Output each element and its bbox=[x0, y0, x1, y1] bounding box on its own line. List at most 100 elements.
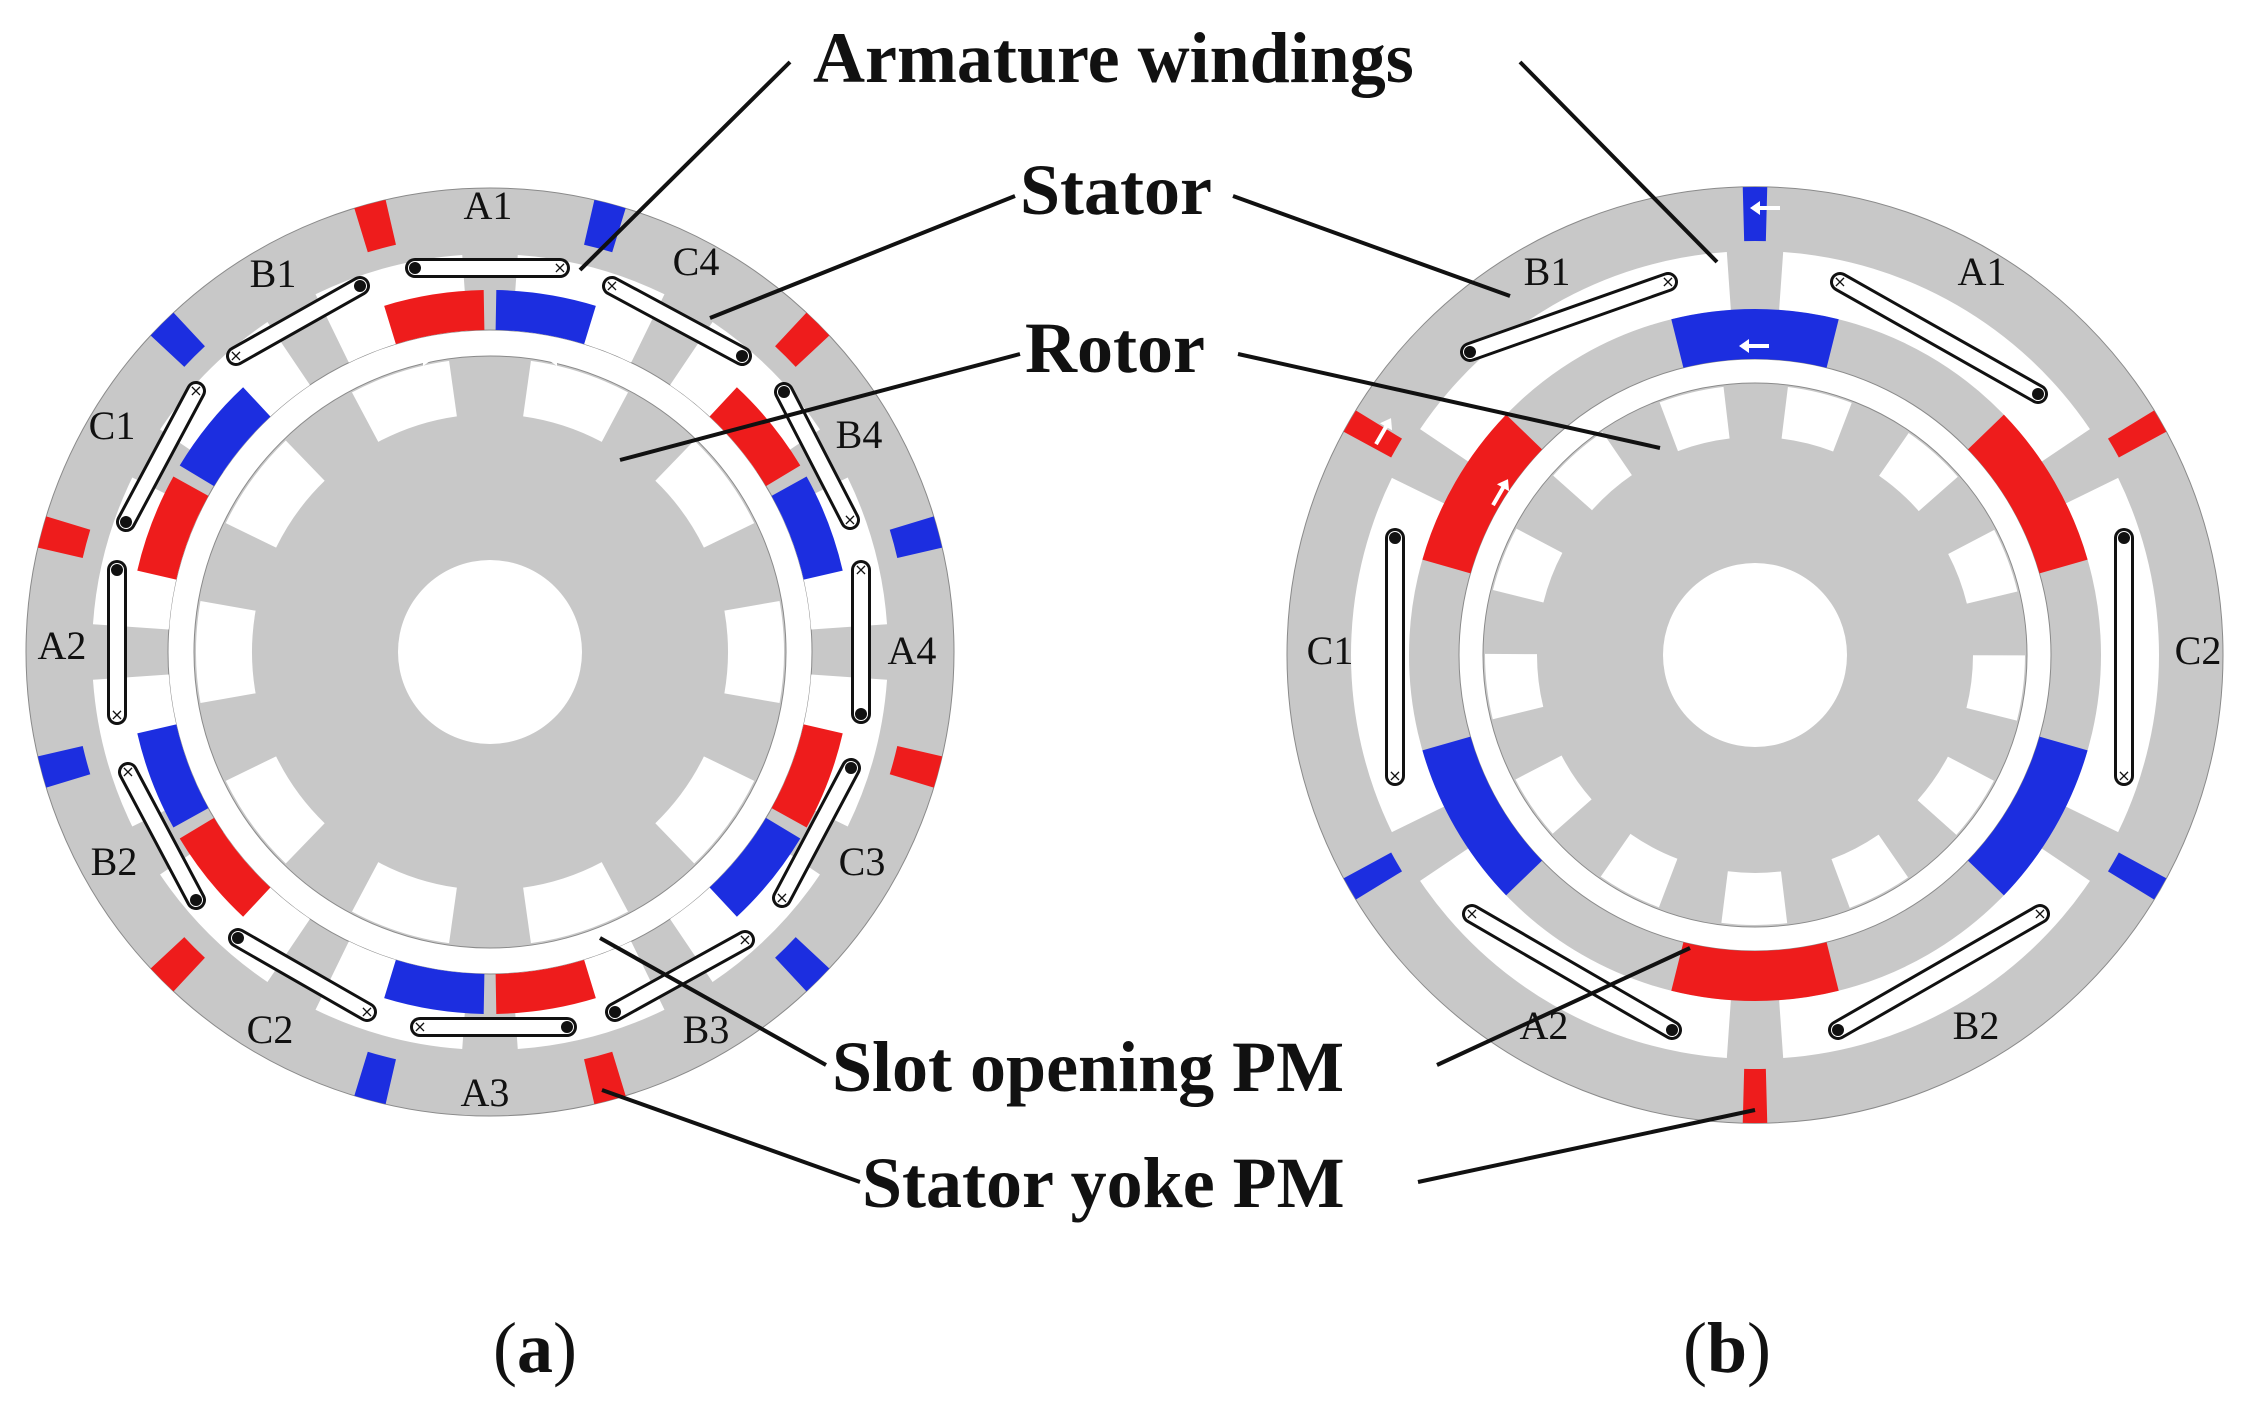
rotor-slot bbox=[1879, 433, 1958, 512]
slot-label-c3: C3 bbox=[839, 839, 886, 884]
leader-line bbox=[599, 936, 827, 1067]
leader-line bbox=[601, 1088, 861, 1184]
slot-label-c2: C2 bbox=[247, 1007, 294, 1052]
current-out-dot-icon bbox=[120, 516, 132, 528]
stator-core bbox=[1286, 186, 2224, 1124]
stator-yoke-pm-north bbox=[354, 199, 396, 253]
coil-body bbox=[231, 931, 374, 1019]
current-out-dot-icon bbox=[190, 894, 202, 906]
rotor-slot bbox=[1485, 653, 1544, 720]
rotor-slot bbox=[1831, 834, 1909, 908]
current-in-cross-icon: × bbox=[1661, 272, 1674, 291]
stator-slot bbox=[1420, 251, 1731, 462]
current-in-cross-icon: × bbox=[110, 705, 123, 724]
current-out-dot-icon bbox=[232, 932, 244, 944]
rotor-slot bbox=[1659, 386, 1730, 452]
stator-yoke-pm-north bbox=[37, 516, 91, 558]
stator-yoke-pm-north bbox=[1343, 410, 1403, 458]
current-out-dot-icon bbox=[111, 564, 123, 576]
callout-labels: Armature windings Stator Rotor Slot open… bbox=[813, 18, 1414, 1223]
coil-body bbox=[1465, 907, 1679, 1037]
slot-label-b-c1: C1 bbox=[1307, 628, 1354, 673]
current-in-cross-icon: × bbox=[2117, 766, 2130, 785]
current-out-dot-icon bbox=[354, 280, 366, 292]
current-out-dot-icon bbox=[409, 262, 421, 274]
panel-label-a: (a) bbox=[493, 1308, 577, 1388]
leader-line bbox=[1518, 60, 1719, 264]
slot-label-b-a2: A2 bbox=[1520, 1003, 1569, 1048]
leader-line bbox=[1232, 194, 1511, 298]
current-out-dot-icon bbox=[1832, 1024, 1844, 1036]
panel-a-slot-labels: A1 C4 B4 A4 C3 B3 A3 C2 B2 A2 C1 B1 bbox=[38, 183, 937, 1115]
slot-label-b4: B4 bbox=[836, 412, 883, 457]
armature-coil: × bbox=[851, 560, 871, 724]
stator-yoke-pm-north bbox=[775, 312, 830, 367]
rotor-slot bbox=[1966, 655, 2025, 721]
arrow-head bbox=[423, 352, 433, 366]
slot-opening-pm-south bbox=[1671, 309, 1839, 368]
rotor-slot bbox=[1917, 756, 1994, 835]
armature-coil: × bbox=[2114, 528, 2134, 786]
callout-stator: Stator bbox=[1020, 150, 1212, 230]
slot-opening-pm-north bbox=[495, 959, 596, 1014]
coil-body bbox=[1463, 275, 1675, 359]
coil-body bbox=[229, 279, 367, 363]
slot-label-b-b1: B1 bbox=[1524, 249, 1571, 294]
magnetization-arrow-icon bbox=[1374, 418, 1393, 446]
slot-opening-pm-south bbox=[179, 387, 271, 487]
magnetization-arrow-icon bbox=[403, 352, 433, 366]
current-in-cross-icon: × bbox=[854, 560, 867, 579]
stator-yoke-pm-north bbox=[584, 1051, 626, 1105]
stator-yoke-pm-south bbox=[584, 199, 626, 253]
magnetization-arrow-icon bbox=[1750, 201, 1780, 215]
stator-yoke-pm-north bbox=[150, 937, 205, 992]
callout-stator-yoke-pm: Stator yoke PM bbox=[862, 1143, 1345, 1223]
leader-line bbox=[619, 352, 1021, 462]
rotor-slot bbox=[1515, 755, 1592, 834]
slot-label-b3: B3 bbox=[683, 1007, 730, 1052]
slot-opening-pm-north bbox=[1422, 414, 1543, 574]
panel-a-12-slot-motor: ×××××××××××× bbox=[25, 187, 955, 1117]
slot-label-a1: A1 bbox=[464, 183, 513, 228]
stator-yoke-pm-south bbox=[37, 746, 91, 788]
current-out-dot-icon bbox=[2032, 388, 2044, 400]
slot-opening-pm-south bbox=[771, 476, 843, 580]
current-in-cross-icon: × bbox=[1388, 766, 1401, 785]
current-in-cross-icon: × bbox=[775, 888, 788, 907]
arrow-head bbox=[1496, 479, 1510, 492]
armature-coil: × bbox=[226, 276, 370, 366]
leader-line bbox=[709, 194, 1016, 320]
slot-label-b-c2: C2 bbox=[2175, 628, 2222, 673]
rotor-slot bbox=[523, 360, 629, 442]
stator-slot bbox=[1779, 848, 2090, 1059]
slot-opening-pm-north bbox=[179, 817, 271, 917]
magnetization-arrow-icon bbox=[1739, 339, 1769, 353]
armature-coil: × bbox=[410, 1017, 577, 1037]
coil-body bbox=[121, 765, 203, 907]
slot-opening-pm-north bbox=[137, 476, 209, 580]
slot-opening-pm-south bbox=[1422, 736, 1543, 896]
slot-label-a3: A3 bbox=[461, 1070, 510, 1115]
current-in-cross-icon: × bbox=[605, 276, 618, 295]
slot-opening-pm-north bbox=[1671, 942, 1839, 1002]
current-out-dot-icon bbox=[736, 350, 748, 362]
current-in-cross-icon: × bbox=[2033, 904, 2046, 923]
shaft-bore bbox=[398, 560, 582, 744]
slot-label-a4: A4 bbox=[888, 628, 937, 673]
arrow-head bbox=[1750, 201, 1760, 215]
stator-yoke-pm-south bbox=[1343, 852, 1403, 900]
slot-opening-pm-south bbox=[1967, 736, 2088, 896]
panel-b-slot-labels: A1 C2 B2 A2 C1 B1 bbox=[1307, 249, 2222, 1048]
coil-body bbox=[1833, 275, 2045, 401]
rotor-slot bbox=[1781, 387, 1852, 452]
rotor-slot bbox=[1492, 528, 1563, 603]
current-in-cross-icon: × bbox=[1465, 904, 1478, 923]
current-out-dot-icon bbox=[1464, 346, 1476, 358]
current-in-cross-icon: × bbox=[121, 762, 134, 781]
armature-coil: × bbox=[602, 276, 752, 366]
panel-label-b: (b) bbox=[1683, 1308, 1771, 1388]
armature-coil: × bbox=[1462, 904, 1682, 1040]
current-out-dot-icon bbox=[1666, 1024, 1678, 1036]
rotor-slot bbox=[196, 600, 256, 704]
